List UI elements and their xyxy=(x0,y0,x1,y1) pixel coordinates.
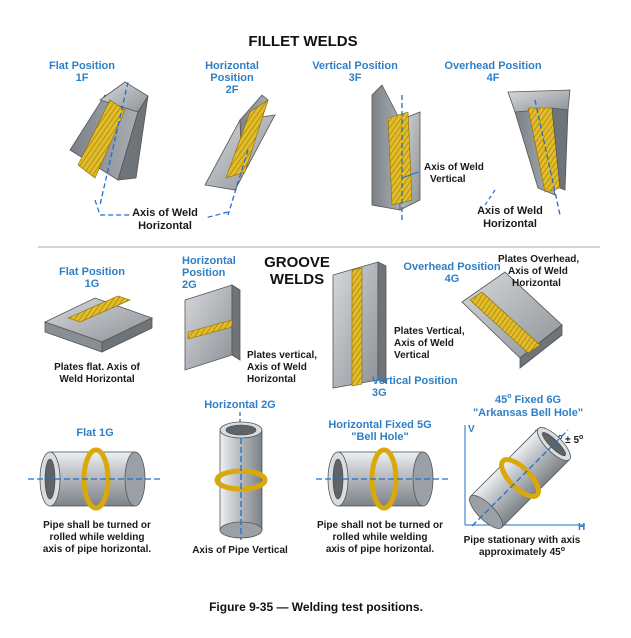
fillet-1f-weld xyxy=(77,99,126,179)
pipe-6g-note-deg-sym: o xyxy=(561,546,565,553)
groove-2g-label-line3: 2G xyxy=(182,279,197,291)
groove-4g-illustration: Plates Overhead, Axis of Weld Horizontal xyxy=(461,254,579,369)
groove-1g-weld xyxy=(67,295,131,323)
pipe-6g-angle-tol-sym: o xyxy=(579,434,583,441)
fillet-2f-label-line1: Horizontal xyxy=(205,60,259,72)
fillet-1f-label-line1: Flat Position xyxy=(49,60,115,72)
pipe-6g-label-line2: "Arkansas Bell Hole" xyxy=(473,407,583,419)
fillet-1f-label: Flat Position 1F xyxy=(49,60,115,84)
fillet-3f-illustration: Axis of Weld Vertical xyxy=(371,84,484,222)
groove-4g-note-line1: Plates Overhead, xyxy=(498,254,579,265)
pipe-6g-note-line1: Pipe stationary with axis xyxy=(464,535,581,546)
pipe-6g-deg-sym: o xyxy=(507,393,511,400)
fillet-3f-label-line1: Vertical Position xyxy=(312,60,398,72)
pipe-6g-label-line1: 45o Fixed 6G xyxy=(495,393,561,406)
pipe-6g-label: 45o Fixed 6G "Arkansas Bell Hole" xyxy=(473,393,583,419)
pipe-5g-note-line2: rolled while welding xyxy=(332,532,427,543)
groove-3g-illustration: Plates Vertical, Axis of Weld Vertical xyxy=(332,261,465,389)
pipe-1g-note-line3: axis of pipe horizontal. xyxy=(43,544,152,555)
pipe-5g-label-line2: "Bell Hole" xyxy=(351,431,409,443)
fillet-axis-h1-line1: Axis of Weld xyxy=(132,207,198,219)
pipe-5g-note-line3: axis of pipe horizontal. xyxy=(326,544,435,555)
groove-1g-note-line2: Weld Horizontal xyxy=(59,374,135,385)
groove-1g-note-line1: Plates flat. Axis of xyxy=(54,362,140,373)
groove-2g-note-line1: Plates vertical, xyxy=(247,350,317,361)
fillet-3f-label-line2: 3F xyxy=(349,72,362,84)
pipe-6g-deg-value: 45 xyxy=(495,394,507,406)
groove-2g-label-line1: Horizontal xyxy=(182,255,236,267)
fillet-4f-illustration: Axis of Weld Horizontal xyxy=(477,89,571,230)
fillet-2f-label-line3: 2F xyxy=(226,84,239,96)
groove-4g-note-line3: Horizontal xyxy=(512,278,561,289)
pipe-5g-note-line1: Pipe shall not be turned or xyxy=(317,520,443,531)
fillet-axis-horizontal-note: Axis of Weld Horizontal xyxy=(94,199,229,232)
pipe-5g-illustration: Pipe shall not be turned or rolled while… xyxy=(316,447,450,555)
pipe-1g-note-line1: Pipe shall be turned or xyxy=(43,520,151,531)
groove-2g-label: Horizontal Position 2G xyxy=(182,255,236,291)
pipe-6g-axis-h-label: H xyxy=(578,522,585,533)
figure-caption: Figure 9-35 — Welding test positions. xyxy=(209,600,423,614)
pipe-5g-label-line1: Horizontal Fixed 5G xyxy=(328,419,431,431)
fillet-1f-label-line2: 1F xyxy=(76,72,89,84)
groove-2g-weld xyxy=(187,319,233,340)
fillet-axis-h1-line2: Horizontal xyxy=(138,220,192,232)
groove-3g-label-line2: 3G xyxy=(372,387,387,399)
fillet-2f-weld xyxy=(225,99,269,179)
fillet-welds-title: FILLET WELDS xyxy=(248,33,357,50)
pipe-6g-note-line2: approximately 45o xyxy=(479,546,565,558)
pipe-1g-illustration: Pipe shall be turned or rolled while wel… xyxy=(28,447,162,555)
groove-2g-note-line2: Axis of Weld xyxy=(247,362,307,373)
groove-3g-label-line1: Vertical Position xyxy=(372,375,458,387)
fillet-axis-h2-line2: Horizontal xyxy=(483,218,537,230)
pipe-2g-illustration: Axis of Pipe Vertical xyxy=(192,412,288,556)
groove-2g-note-line3: Horizontal xyxy=(247,374,296,385)
pipe-6g-angle-tol: ± 5 xyxy=(562,435,579,446)
fillet-axis-v-line1: Axis of Weld xyxy=(424,162,484,173)
groove-1g-illustration: Plates flat. Axis of Weld Horizontal xyxy=(43,295,154,385)
groove-3g-label: Vertical Position 3G xyxy=(372,375,458,399)
groove-1g-label-line1: Flat Position xyxy=(59,266,125,278)
pipe-6g-label-text: Fixed 6G xyxy=(512,394,562,406)
groove-2g-illustration: Plates vertical, Axis of Weld Horizontal xyxy=(184,284,317,385)
groove-3g-note-line3: Vertical xyxy=(394,350,430,361)
groove-4g-note-line2: Axis of Weld xyxy=(508,266,568,277)
fillet-2f-illustration xyxy=(204,94,276,216)
groove-4g-label: Overhead Position 4G xyxy=(403,261,500,285)
pipe-2g-note: Axis of Pipe Vertical xyxy=(192,545,288,556)
fillet-2f-label-line2: Position xyxy=(210,72,254,84)
fillet-2f-label: Horizontal Position 2F xyxy=(205,60,259,96)
pipe-1g-label: Flat 1G xyxy=(76,427,113,439)
groove-4g-weld xyxy=(469,291,541,354)
pipe-6g-axis-v-label: V xyxy=(468,424,475,435)
fillet-4f-label: Overhead Position 4F xyxy=(444,60,541,84)
fillet-axis-v-line2: Vertical xyxy=(430,174,466,185)
pipe-2g-label: Horizontal 2G xyxy=(204,399,276,411)
groove-3g-note-line1: Plates Vertical, xyxy=(394,326,465,337)
groove-4g-label-line1: Overhead Position xyxy=(403,261,500,273)
pipe-6g-angle-deg-sym: o xyxy=(558,434,562,441)
groove-2g-label-line2: Position xyxy=(182,267,226,279)
fillet-4f-label-line2: 4F xyxy=(487,72,500,84)
groove-4g-label-line2: 4G xyxy=(445,273,460,285)
pipe-1g-note-line2: rolled while welding xyxy=(49,532,144,543)
pipe-6g-note-line2-text: approximately 45 xyxy=(479,547,561,558)
groove-3g-weld xyxy=(351,267,363,387)
fillet-3f-weld xyxy=(387,111,413,206)
fillet-3f-label: Vertical Position 3F xyxy=(312,60,398,84)
fillet-1f-illustration xyxy=(69,81,149,206)
fillet-axis-h2-line1: Axis of Weld xyxy=(477,205,543,217)
groove-1g-label-line2: 1G xyxy=(85,278,100,290)
pipe-6g-illustration: V H 45o ± 5o Pipe stationary with axis a… xyxy=(464,424,586,558)
fillet-4f-label-line1: Overhead Position xyxy=(444,60,541,72)
groove-welds-title-line1: GROOVE xyxy=(264,254,330,271)
groove-1g-label: Flat Position 1G xyxy=(59,266,125,290)
groove-3g-note-line2: Axis of Weld xyxy=(394,338,454,349)
groove-welds-title-line2: WELDS xyxy=(270,271,324,288)
